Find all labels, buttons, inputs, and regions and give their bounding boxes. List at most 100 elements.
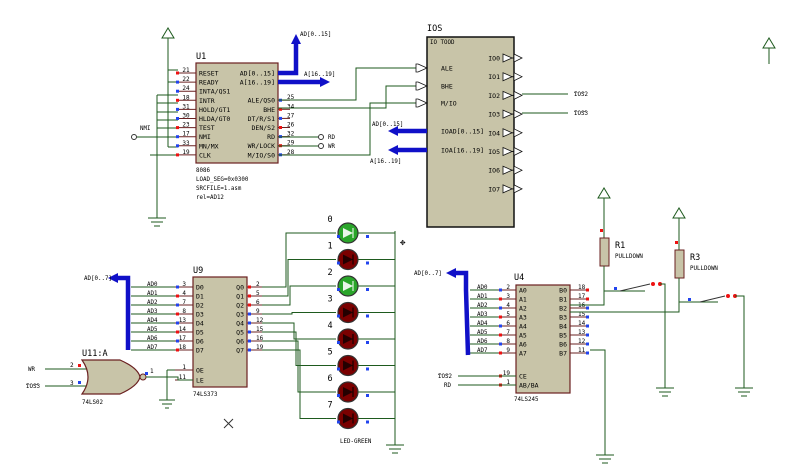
u1-pin-number: 17 xyxy=(182,131,190,138)
u4-pin-number: 5 xyxy=(506,311,510,318)
u9-pin-label: Q2 xyxy=(236,302,244,310)
r1-value: PULLDOWN xyxy=(615,254,643,260)
u1-pin-number: 19 xyxy=(182,149,190,156)
u1-pin-label: INTA/QS1 xyxy=(199,88,230,96)
u1-pin-number: 23 xyxy=(182,122,190,129)
u9-pin-number: 9 xyxy=(256,308,260,315)
u1-pin-label: HLDA/GT0 xyxy=(199,115,230,123)
led-label: 4 xyxy=(327,321,332,331)
u4-net-label: AD4 xyxy=(477,321,488,327)
ad-bus-label-2: AD[0..15] xyxy=(372,122,403,128)
rd-input-label: RD xyxy=(444,383,451,389)
a-bus-label-2: A[16..19] xyxy=(370,159,401,165)
port-arrow-icon xyxy=(502,109,513,119)
u4-pin-number: 15 xyxy=(578,311,586,318)
u4-pin-label: B0 xyxy=(559,287,567,295)
led: 0 xyxy=(327,215,395,244)
u9-pin-number: 8 xyxy=(182,308,186,315)
u1-prop: SRCFILE=1.asm xyxy=(196,186,242,192)
port-arrow-icon xyxy=(513,90,523,101)
ios-pin-label: IO1 xyxy=(488,73,500,81)
u9-latch-chip: U9 74LS373 D03AD0D14AD1D27AD2D38AD3D413A… xyxy=(84,232,336,419)
u1-pin-label: AD[0..15] xyxy=(240,70,275,78)
u1-part: 8086 xyxy=(196,168,210,174)
u9-pin-number: 2 xyxy=(256,281,260,288)
u1-pin-label: DEN/S2 xyxy=(252,124,276,132)
led: 4 xyxy=(327,321,395,350)
port-arrow-icon xyxy=(513,128,523,138)
u9-pin-label: D6 xyxy=(196,338,204,346)
led-label: 7 xyxy=(327,401,332,411)
u9-pin-number: 13 xyxy=(179,317,187,324)
port-arrow-icon xyxy=(415,63,428,73)
u9-pin-label: Q0 xyxy=(236,284,244,292)
u4-net-label: AD3 xyxy=(477,312,488,318)
u11-pin: 2 xyxy=(70,362,74,369)
u4-pin-label: B6 xyxy=(559,341,567,349)
u9-net-label: AD3 xyxy=(147,309,158,315)
u9-pin-number: 15 xyxy=(256,326,264,333)
u11-nor-gate: U11:A 74LS02 2 3 1 WR IOS3 xyxy=(26,349,193,406)
u4-net-label: AD7 xyxy=(477,348,488,354)
u9-pin-label: D1 xyxy=(196,293,204,301)
u1-pin-label: ALE/QS0 xyxy=(248,97,275,105)
wr-input-label: WR xyxy=(28,367,35,373)
u4-pin-label: A0 xyxy=(519,287,527,295)
ad-low-label: AD[0..7] xyxy=(84,276,112,282)
u9-pin-label: Q6 xyxy=(236,338,244,346)
ios-pin-label: IO0 xyxy=(488,55,500,63)
u9-pin-label: Q3 xyxy=(236,311,244,319)
u1-buses: AD[0..15] A[16..19] RD WR xyxy=(278,32,418,156)
ios-pin-label: IO6 xyxy=(488,167,500,175)
u1-pin-number: 31 xyxy=(182,103,190,110)
u9-pin-label: Q1 xyxy=(236,293,244,301)
u11-ref: U11:A xyxy=(82,349,108,359)
u9-pin-label: D0 xyxy=(196,284,204,292)
u9-pin-label: D5 xyxy=(196,329,204,337)
u4-pin-label: AB/BA xyxy=(519,382,539,390)
u1-pin-label: M/IO/S0 xyxy=(248,151,275,159)
switch-icon xyxy=(619,283,651,292)
u4-pin-label: B4 xyxy=(559,323,567,331)
led: 6 xyxy=(327,374,395,403)
u1-pin-number: 25 xyxy=(287,94,295,101)
u4-pin-number: 19 xyxy=(503,370,511,377)
u4-pin-number: 3 xyxy=(506,293,510,300)
port-arrow-icon xyxy=(513,146,523,157)
port-arrow-icon xyxy=(502,165,513,175)
u11-part: 74LS02 xyxy=(82,400,103,406)
u1-pin-label: BHE xyxy=(263,106,275,114)
u9-pin-number: 16 xyxy=(256,335,264,342)
ios-pin-label: ALE xyxy=(441,65,453,73)
port-arrow-icon xyxy=(513,109,523,119)
u4-pin-label: B5 xyxy=(559,332,567,340)
a-bus-label: A[16..19] xyxy=(304,72,335,78)
u9-ref: U9 xyxy=(193,266,203,276)
u1-pin-number: 29 xyxy=(287,140,295,147)
switch-icon xyxy=(699,295,726,303)
u9-pin-label: D3 xyxy=(196,311,204,319)
u9-pin-number: 6 xyxy=(256,299,260,306)
u9-pin-number: 4 xyxy=(182,290,186,297)
ground-icon xyxy=(148,217,166,227)
port-arrow-icon xyxy=(502,72,513,82)
u1-pin-number: 21 xyxy=(182,67,190,74)
r3-value: PULLDOWN xyxy=(690,266,718,272)
u1-pin-number: 18 xyxy=(182,94,190,101)
port-arrow-icon xyxy=(513,53,523,63)
u4-net-label: AD0 xyxy=(477,285,488,291)
power-arrow-icon xyxy=(597,187,611,199)
led-part: LED-GREEN xyxy=(340,439,372,445)
u1-pin-number: 27 xyxy=(287,112,295,119)
u9-pin-number: 12 xyxy=(256,317,264,324)
u9-pin-number: 18 xyxy=(179,344,187,351)
ground-icon xyxy=(159,399,175,409)
u9-net-label: AD4 xyxy=(147,318,158,324)
u9-pin-label: Q7 xyxy=(236,347,244,355)
u4-pin-number: 18 xyxy=(578,284,586,291)
u4-part: 74LS245 xyxy=(514,397,539,403)
u1-pin-label: RD xyxy=(267,133,275,141)
u9-pin-label: D7 xyxy=(196,347,204,355)
u4-pin-number: 9 xyxy=(506,347,510,354)
